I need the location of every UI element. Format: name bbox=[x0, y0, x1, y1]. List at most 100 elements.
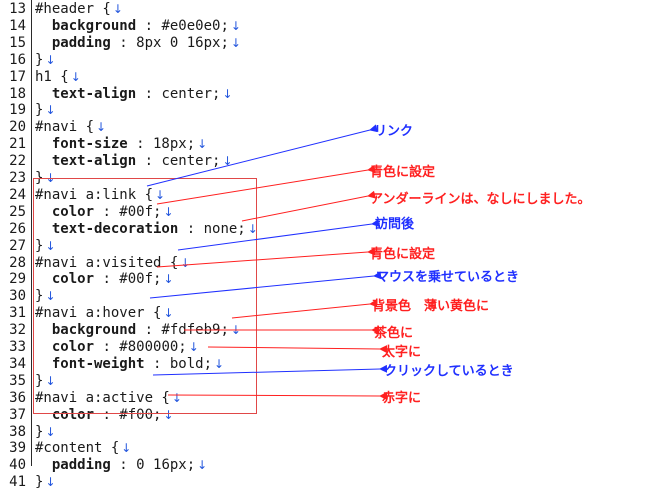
code-line[interactable]: 15 padding : 8px 0 16px;↓ bbox=[0, 35, 659, 52]
newline-mark-icon: ↓ bbox=[230, 35, 241, 50]
line-number: 13 bbox=[9, 1, 26, 17]
line-number: 14 bbox=[9, 17, 26, 34]
css-property: text-align bbox=[51, 153, 137, 170]
code-line[interactable]: 39#content {↓ bbox=[0, 440, 659, 457]
newline-mark-icon: ↓ bbox=[197, 458, 208, 473]
css-property: font-weight bbox=[51, 355, 145, 372]
code-text: padding : 8px 0 16px;↓ bbox=[35, 35, 241, 52]
code-line[interactable]: 33 color : #800000;↓ bbox=[0, 339, 659, 356]
css-property: color bbox=[51, 271, 95, 288]
code-line[interactable]: 27}↓ bbox=[0, 238, 659, 255]
newline-mark-icon: ↓ bbox=[45, 103, 56, 118]
code-segment: } bbox=[35, 51, 44, 68]
code-segment: } bbox=[35, 237, 44, 254]
code-segment: #header { bbox=[35, 1, 111, 17]
annotation-link: リンク bbox=[374, 124, 414, 139]
css-property: background bbox=[51, 17, 137, 34]
annotation-visited: 訪問後 bbox=[375, 217, 415, 232]
line-number: 15 bbox=[9, 34, 26, 51]
code-segment: #navi a:link { bbox=[35, 186, 154, 203]
code-segment: } bbox=[35, 288, 44, 305]
newline-mark-icon: ↓ bbox=[45, 52, 56, 67]
line-number: 29 bbox=[9, 271, 26, 288]
code-text: }↓ bbox=[35, 373, 56, 390]
css-property: color bbox=[51, 203, 95, 220]
code-segment bbox=[35, 457, 52, 473]
css-property: padding bbox=[51, 34, 111, 51]
navi-link-rules-highlight-box bbox=[33, 178, 257, 414]
code-line[interactable]: 34 font-weight : bold;↓ bbox=[0, 356, 659, 373]
code-text: font-weight : bold;↓ bbox=[35, 356, 224, 373]
annotation-hover-bg: 背景色 薄い黄色に bbox=[372, 299, 490, 314]
annotation-visited-color: 青色に設定 bbox=[370, 247, 436, 262]
newline-mark-icon: ↓ bbox=[45, 475, 56, 490]
newline-mark-icon: ↓ bbox=[222, 154, 233, 169]
code-text: }↓ bbox=[35, 424, 56, 441]
code-text: font-size : 18px;↓ bbox=[35, 136, 207, 153]
code-segment: : 8px 0 16px; bbox=[110, 34, 229, 51]
code-segment: } bbox=[35, 102, 44, 119]
code-line[interactable]: 25 color : #00f;↓ bbox=[0, 204, 659, 221]
code-line[interactable]: 22 text-align : center;↓ bbox=[0, 153, 659, 170]
code-segment: } bbox=[35, 372, 44, 389]
line-number-gutter bbox=[0, 0, 32, 466]
line-number: 31 bbox=[9, 305, 26, 322]
code-line[interactable]: 35 }↓ bbox=[0, 373, 659, 390]
code-segment: : #f00; bbox=[94, 406, 162, 423]
code-line[interactable]: 18 text-align : center;↓ bbox=[0, 86, 659, 103]
line-number: 21 bbox=[9, 136, 26, 153]
newline-mark-icon: ↓ bbox=[112, 2, 123, 16]
code-segment: #content { bbox=[35, 440, 120, 457]
newline-mark-icon: ↓ bbox=[45, 424, 56, 439]
line-number: 33 bbox=[9, 339, 26, 355]
annotation-hover: マウスを乗せているとき bbox=[376, 270, 520, 285]
line-number: 32 bbox=[9, 322, 26, 339]
code-text: background : #e0e0e0;↓ bbox=[35, 18, 241, 35]
code-segment: } bbox=[35, 423, 44, 440]
code-text: color : #f00;↓ bbox=[35, 407, 174, 424]
code-line[interactable]: 19}↓ bbox=[0, 102, 659, 119]
code-line[interactable]: 30}↓ bbox=[0, 288, 659, 305]
newline-mark-icon: ↓ bbox=[214, 356, 225, 371]
newline-mark-icon: ↓ bbox=[188, 340, 199, 354]
code-line[interactable]: 20#navi {↓ bbox=[0, 119, 659, 136]
code-line[interactable]: 38}↓ bbox=[0, 424, 659, 441]
code-segment: #navi a:hover { bbox=[35, 305, 162, 322]
line-number: 38 bbox=[9, 423, 26, 440]
code-segment: h1 { bbox=[35, 68, 69, 85]
code-text: #navi a:active {↓ bbox=[35, 390, 182, 407]
line-number: 22 bbox=[9, 153, 26, 170]
code-text: }↓ bbox=[35, 474, 56, 491]
code-segment: : #800000; bbox=[94, 339, 187, 355]
newline-mark-icon: ↓ bbox=[222, 86, 233, 101]
code-segment bbox=[35, 153, 52, 169]
newline-mark-icon: ↓ bbox=[163, 407, 174, 422]
annotation-active: クリックしているとき bbox=[384, 364, 514, 379]
newline-mark-icon: ↓ bbox=[45, 289, 56, 304]
code-segment: : 18px; bbox=[127, 136, 196, 153]
newline-mark-icon: ↓ bbox=[163, 306, 174, 321]
code-segment: } bbox=[35, 474, 44, 491]
code-line[interactable]: 37 color : #f00;↓ bbox=[0, 407, 659, 424]
code-segment bbox=[35, 136, 52, 152]
annotation-active-color: 赤字に bbox=[382, 391, 422, 406]
code-segment: : 0 16px; bbox=[110, 457, 196, 474]
code-line[interactable]: 41}↓ bbox=[0, 474, 659, 491]
code-segment bbox=[35, 35, 52, 51]
line-number: 18 bbox=[9, 85, 26, 102]
line-number: 35 bbox=[9, 372, 26, 389]
code-line[interactable]: 36#navi a:active {↓ bbox=[0, 390, 659, 407]
newline-mark-icon: ↓ bbox=[171, 390, 182, 405]
code-line[interactable]: 21 font-size : 18px;↓ bbox=[0, 136, 659, 153]
annotation-hover-bold: 太字に bbox=[382, 345, 422, 360]
code-text: color : #800000;↓ bbox=[35, 339, 199, 356]
code-line[interactable]: 13 #header {↓ bbox=[0, 1, 659, 18]
code-line[interactable]: 14 background : #e0e0e0;↓ bbox=[0, 18, 659, 35]
code-line[interactable]: 16}↓ bbox=[0, 52, 659, 69]
code-text: }↓ bbox=[35, 238, 56, 255]
code-text: #navi {↓ bbox=[35, 119, 106, 136]
newline-mark-icon: ↓ bbox=[96, 120, 107, 135]
code-line[interactable]: 31 #navi a:hover {↓ bbox=[0, 305, 659, 322]
